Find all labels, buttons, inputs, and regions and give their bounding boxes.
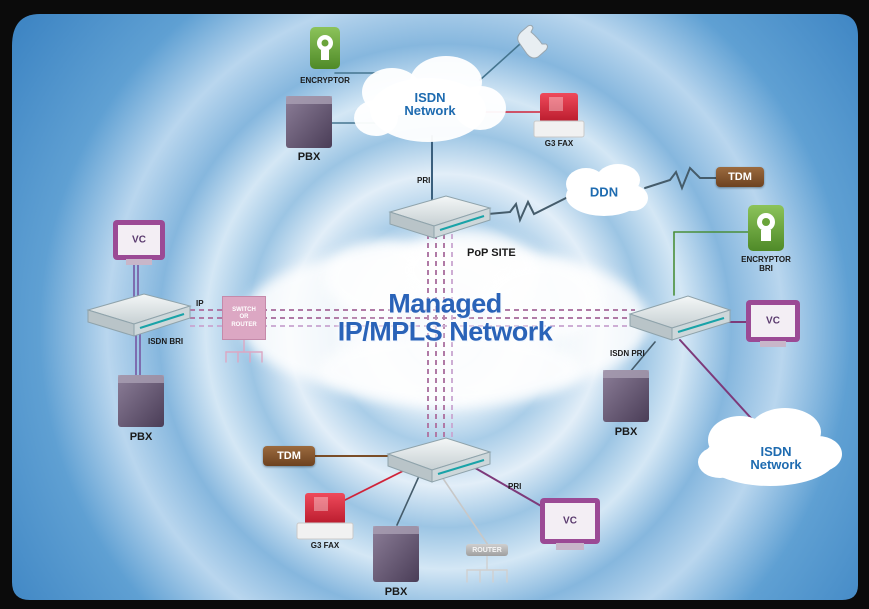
encryptor-right-label: ENCRYPTOR BRI bbox=[741, 255, 791, 274]
router-device-icon bbox=[386, 437, 492, 483]
tdm-bottom-tag: TDM bbox=[263, 446, 315, 466]
encryptor-icon bbox=[310, 27, 340, 69]
pbx-icon bbox=[603, 370, 649, 422]
phone-icon bbox=[517, 24, 548, 59]
pri-bottom-label: PRI bbox=[508, 482, 522, 491]
vc-left-label: VC bbox=[132, 234, 146, 246]
isdn-right-line1: ISDN bbox=[760, 444, 792, 459]
pbx-icon bbox=[373, 526, 419, 582]
ddn-label: DDN bbox=[589, 184, 619, 200]
switch-or-router: SWITCH OR ROUTER bbox=[222, 296, 266, 340]
encryptor-icon bbox=[748, 205, 784, 251]
managed-network-line2: IP/MPLS Network bbox=[337, 316, 553, 346]
isdn-bri-label: ISDN BRI bbox=[148, 337, 184, 346]
ddn-cloud bbox=[566, 164, 648, 216]
isdn-cloud-top bbox=[354, 56, 506, 142]
pbx-icon bbox=[118, 375, 164, 427]
pbx-right-label: PBX bbox=[614, 426, 638, 438]
fax-bottom-label: G3 FAX bbox=[310, 541, 340, 550]
pop-site-label: PoP SITE bbox=[467, 247, 516, 259]
pbx-top-label: PBX bbox=[297, 151, 321, 163]
pbx-left-label: PBX bbox=[129, 431, 153, 443]
vc-right-label: VC bbox=[766, 315, 780, 327]
tdm-top-tag: TDM bbox=[716, 167, 764, 187]
switch-line2: OR bbox=[239, 314, 249, 321]
isdn-network-top-label: ISDN Network bbox=[404, 91, 455, 117]
fax-top-label: G3 FAX bbox=[544, 139, 574, 148]
video-conference-icon bbox=[113, 220, 165, 265]
isdn-network-right-label: ISDN Network bbox=[750, 445, 801, 471]
fax-icon bbox=[296, 493, 354, 540]
encryptor-right-line1: ENCRYPTOR bbox=[741, 255, 791, 264]
isdn-top-line1: ISDN bbox=[414, 90, 446, 105]
switch-line3: ROUTER bbox=[231, 321, 257, 328]
pri-top-label: PRI bbox=[417, 176, 431, 185]
isdn-right-line2: Network bbox=[750, 457, 802, 472]
vc-bottom-label: VC bbox=[563, 515, 577, 527]
isdn-top-line2: Network bbox=[404, 103, 456, 118]
encryptor-top-label: ENCRYPTOR bbox=[300, 76, 350, 85]
managed-cloud bbox=[240, 230, 650, 408]
switch-line1: SWITCH bbox=[232, 306, 256, 313]
router-device-icon bbox=[628, 295, 732, 341]
router-bottom-tag: ROUTER bbox=[466, 544, 508, 556]
ip-label: IP bbox=[196, 299, 204, 308]
isdn-cloud-right bbox=[698, 408, 842, 486]
isdn-pri-label: ISDN PRI bbox=[610, 349, 645, 358]
fax-icon bbox=[533, 93, 585, 138]
video-conference-icon bbox=[540, 498, 600, 550]
pbx-icon bbox=[286, 96, 332, 148]
router-device-icon bbox=[388, 195, 492, 239]
video-conference-icon bbox=[746, 300, 800, 347]
router-device-icon bbox=[86, 293, 192, 337]
encryptor-right-line2: BRI bbox=[759, 263, 773, 273]
managed-network-line1: Managed bbox=[388, 288, 502, 319]
managed-network-title: Managed IP/MPLS Network bbox=[338, 290, 553, 345]
pbx-bottom-label: PBX bbox=[384, 586, 408, 598]
